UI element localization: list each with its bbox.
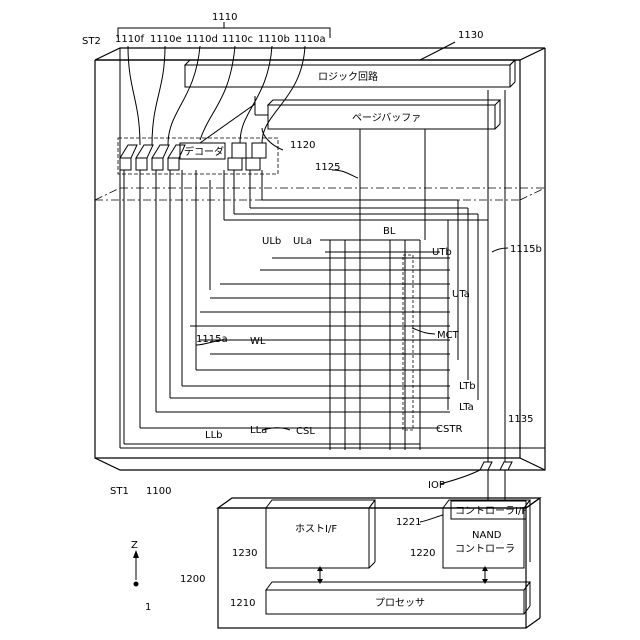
label-z: Z <box>131 540 138 551</box>
label-st2: ST2 <box>82 36 101 47</box>
label-ulb: ULb <box>262 236 281 247</box>
processor-label: プロセッサ <box>375 597 425 609</box>
label-figure-ref: 1 <box>145 602 151 613</box>
label-1221: 1221 <box>396 517 421 528</box>
label-1110c: 1110c <box>222 34 253 45</box>
label-iop: IOP <box>428 480 445 491</box>
label-uta: UTa <box>452 289 470 300</box>
label-ula: ULa <box>293 236 312 247</box>
label-bl: BL <box>383 226 396 237</box>
label-1120: 1120 <box>290 140 315 151</box>
right-routing <box>360 90 505 462</box>
label-mct: MCT <box>437 330 460 341</box>
label-ltb: LTb <box>459 381 476 392</box>
label-1110e: 1110e <box>150 34 182 45</box>
label-1115a: 1115a <box>196 334 228 345</box>
label-wl: WL <box>250 336 266 347</box>
nand-label-1: NAND <box>472 530 502 541</box>
label-st1: ST1 <box>110 486 129 497</box>
logic-circuit-label: ロジック回路 <box>318 70 378 83</box>
label-1110a: 1110a <box>294 34 326 45</box>
label-1130: 1130 <box>458 30 483 41</box>
label-1230: 1230 <box>232 548 257 559</box>
z-axis-indicator <box>133 550 139 587</box>
label-1220: 1220 <box>410 548 435 559</box>
label-1115b: 1115b <box>510 244 542 255</box>
label-1110: 1110 <box>212 12 237 23</box>
label-1125: 1125 <box>315 162 340 173</box>
label-utb: UTb <box>432 247 452 258</box>
cell-strings <box>320 240 440 450</box>
label-1200: 1200 <box>180 574 205 585</box>
label-1100: 1100 <box>146 486 171 497</box>
label-1110f: 1110f <box>115 34 144 45</box>
page-buffer-label: ページバッファ <box>352 112 421 124</box>
label-lla: LLa <box>250 425 267 436</box>
nand-label-2: コントローラ <box>455 543 515 555</box>
io-pads <box>480 462 512 470</box>
controller-if-label: コントローラI/F <box>455 505 527 517</box>
label-leaders <box>196 128 508 522</box>
label-1210: 1210 <box>230 598 255 609</box>
label-1135: 1135 <box>508 414 533 425</box>
decoder-label: デコーダ <box>184 145 224 158</box>
word-line-staircase <box>124 170 488 444</box>
host-if-label: ホストI/F <box>295 523 337 535</box>
label-lta: LTa <box>459 402 474 413</box>
label-1110b: 1110b <box>258 34 290 45</box>
label-csl: CSL <box>296 426 315 437</box>
label-1110d: 1110d <box>186 34 218 45</box>
label-cstr: CSTR <box>436 424 462 435</box>
label-llb: LLb <box>205 430 223 441</box>
